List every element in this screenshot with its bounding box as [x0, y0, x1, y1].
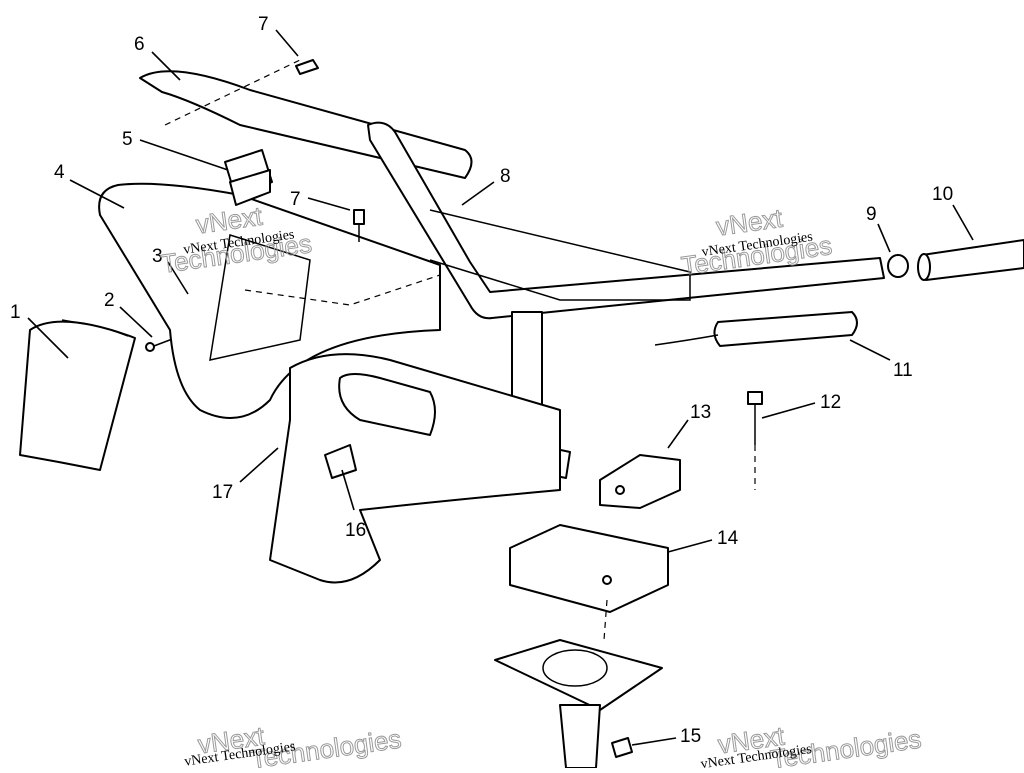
callout-15: 15: [680, 726, 701, 747]
part-lower-clamp: [509, 524, 669, 641]
part-end-plug: [887, 254, 909, 278]
callout-12: 12: [820, 392, 841, 413]
callout-7-mid: 7: [290, 189, 301, 210]
part-clip: [324, 444, 357, 479]
watermark-3: vNext Technologies vNext Technologies: [183, 720, 403, 773]
callout-2: 2: [104, 290, 115, 311]
callout-numbers: 1 2 3 4 5 6 7 7 8 9 10 11 12 13 14 15 16…: [10, 14, 953, 747]
part-bolt-top: [295, 59, 319, 75]
callout-11: 11: [893, 360, 913, 381]
callout-1: 1: [10, 302, 21, 323]
part-switch: [224, 149, 273, 206]
callout-10: 10: [932, 184, 953, 205]
part-top-cover: [139, 59, 473, 179]
part-mount-plate: [494, 639, 663, 769]
watermark-4: vNext Technologies vNext Technologies: [700, 720, 924, 773]
callout-17: 17: [212, 482, 233, 503]
part-pod-housing: [98, 182, 441, 419]
part-nut: [611, 737, 633, 758]
callout-4: 4: [54, 162, 65, 183]
callout-8: 8: [500, 166, 511, 187]
callout-13: 13: [690, 402, 711, 423]
callout-14: 14: [717, 528, 739, 549]
part-upper-clamp: [599, 454, 681, 509]
part-lower-panel: [269, 353, 561, 584]
leader-lines: [27, 29, 974, 746]
part-long-bolt: [747, 391, 763, 490]
part-bolt-mid: [353, 209, 365, 242]
callout-7-top: 7: [258, 14, 269, 35]
part-heated-grip: [654, 311, 858, 347]
callout-16: 16: [345, 520, 366, 541]
part-backing-plate: [429, 209, 691, 301]
callout-3: 3: [152, 246, 163, 267]
callout-6: 6: [134, 34, 145, 55]
callout-5: 5: [122, 129, 133, 150]
part-grip: [917, 239, 1024, 281]
callout-9: 9: [866, 204, 877, 225]
part-shield: [19, 319, 136, 471]
